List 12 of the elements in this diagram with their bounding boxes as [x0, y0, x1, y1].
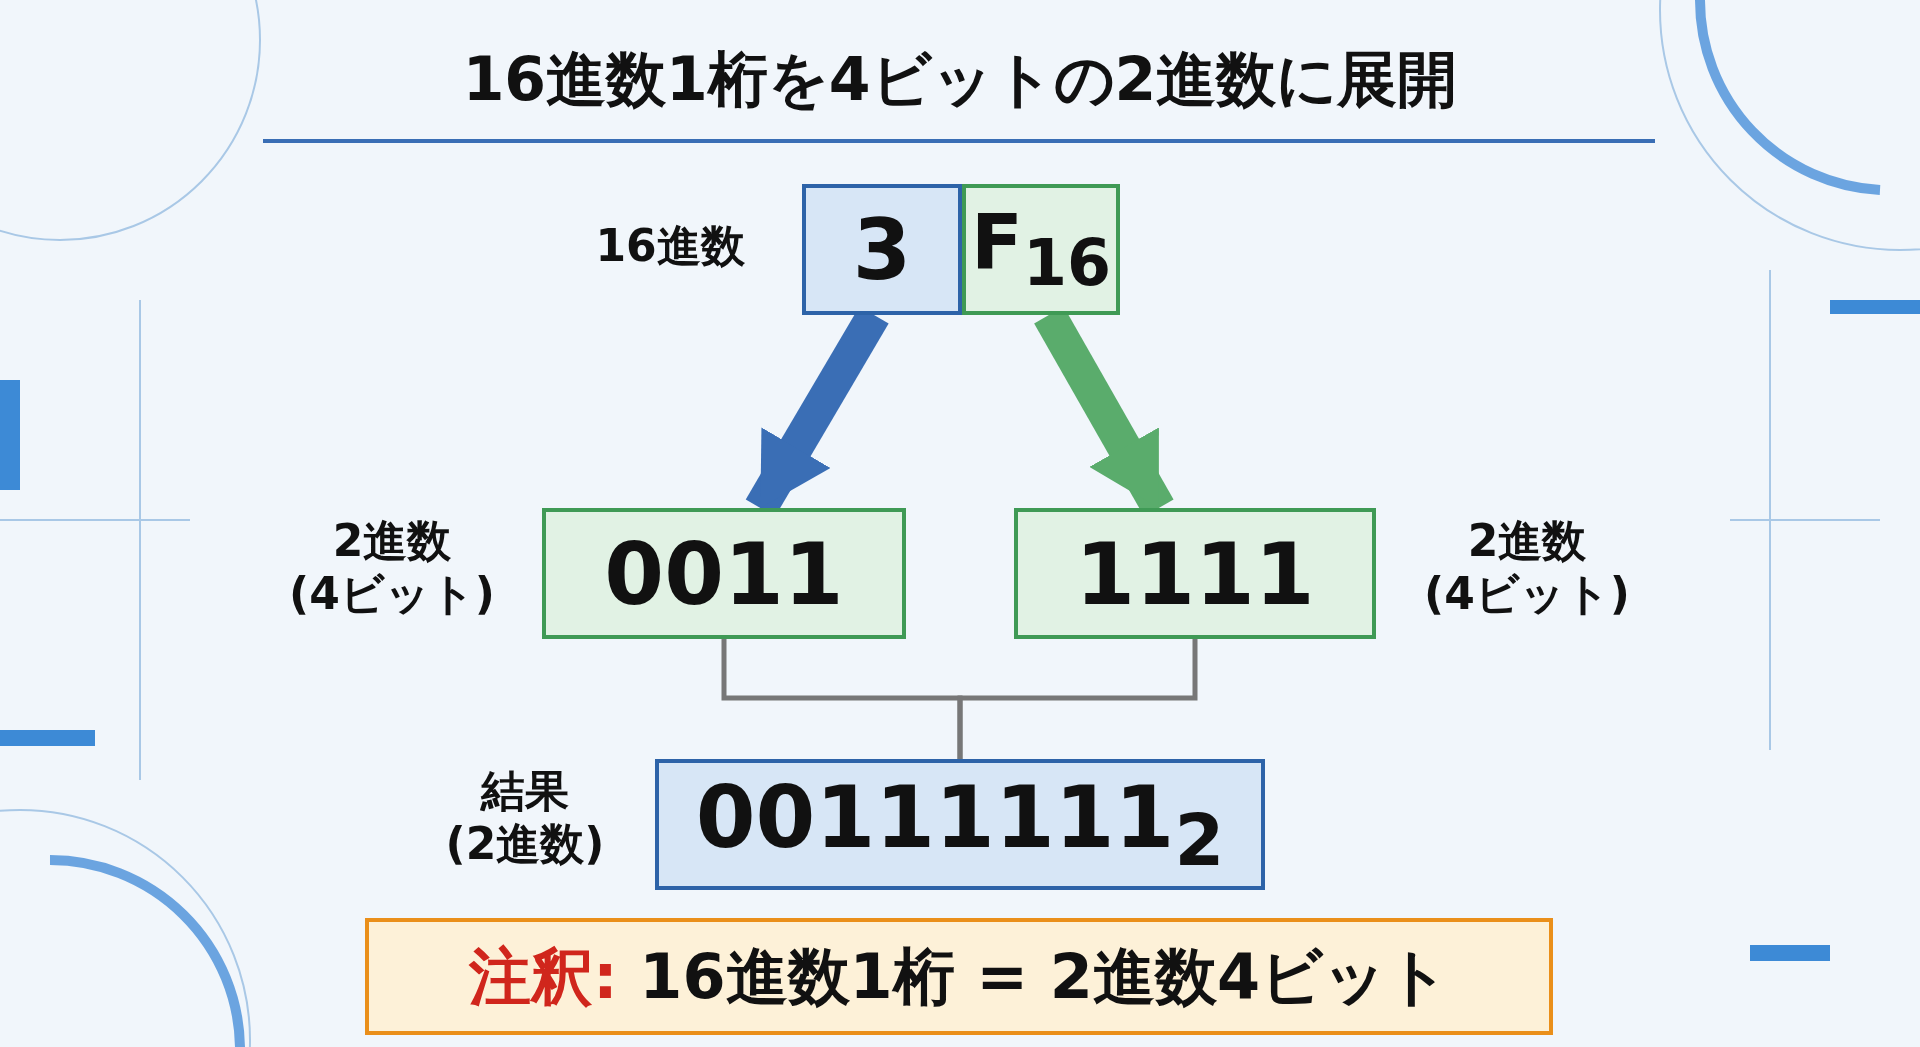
binary-box: 1111 — [1014, 508, 1376, 639]
binary-box: 0011 — [542, 508, 906, 639]
result-box: 00111111$_{2}$ — [655, 759, 1265, 890]
note-box: 注釈: 16進数1桁 = 2進数4ビット — [365, 918, 1553, 1035]
side-label: 2進数 (4ビット) — [1423, 515, 1631, 621]
bracket-connector — [957, 639, 1198, 759]
side-label: 16進数 — [594, 220, 746, 273]
side-label: 結果 (2進数) — [444, 765, 606, 871]
digit-box: 3 — [802, 184, 962, 315]
title: 16進数1桁を4ビットの2進数に展開 — [461, 43, 1459, 116]
side-label: 2進数 (4ビット) — [288, 515, 496, 621]
digit-box: F$_{16}$ — [962, 184, 1120, 315]
